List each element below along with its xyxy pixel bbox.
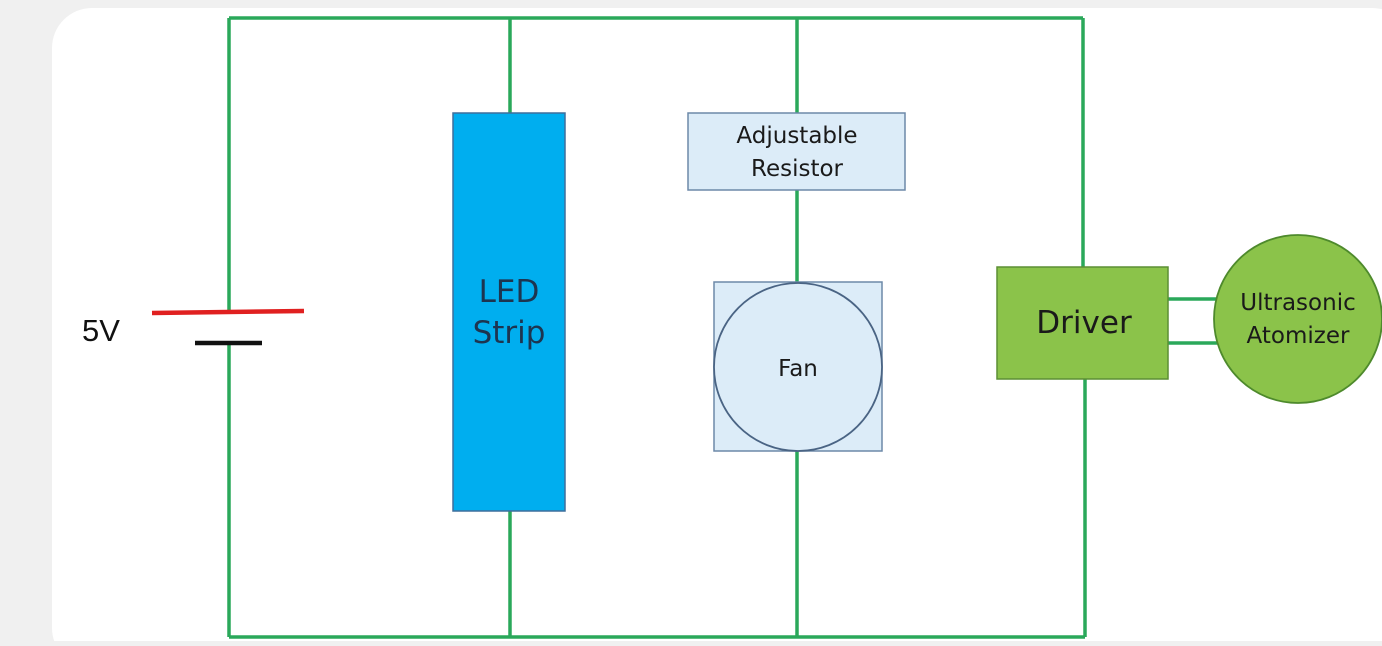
fan: Fan [713, 281, 883, 452]
battery-voltage-label: 5V [82, 313, 120, 348]
ultrasonic-atomizer: Ultrasonic Atomizer [1213, 234, 1382, 404]
battery-positive-plate [151, 308, 305, 316]
led-strip-label-line1: LED [479, 274, 540, 310]
led-strip: LED Strip [452, 112, 566, 512]
ultrasonic-atomizer-label-line2: Atomizer [1247, 323, 1350, 349]
adjustable-resistor-label-line1: Adjustable [736, 123, 857, 149]
led-strip-label-line2: Strip [473, 315, 546, 351]
wires [227, 16, 1222, 639]
driver: Driver [996, 266, 1169, 380]
adjustable-resistor-label-line2: Resistor [751, 156, 844, 182]
battery-symbol: 5V [82, 308, 305, 348]
fan-label: Fan [778, 356, 818, 382]
ultrasonic-atomizer-body [1213, 234, 1382, 404]
driver-label: Driver [1036, 305, 1132, 341]
led-strip-body [452, 112, 566, 512]
adjustable-resistor-body [687, 112, 906, 191]
adjustable-resistor: Adjustable Resistor [687, 112, 906, 191]
ultrasonic-atomizer-label-line1: Ultrasonic [1240, 290, 1355, 316]
fan-rotor-icon [713, 282, 883, 452]
driver-body [996, 266, 1169, 380]
